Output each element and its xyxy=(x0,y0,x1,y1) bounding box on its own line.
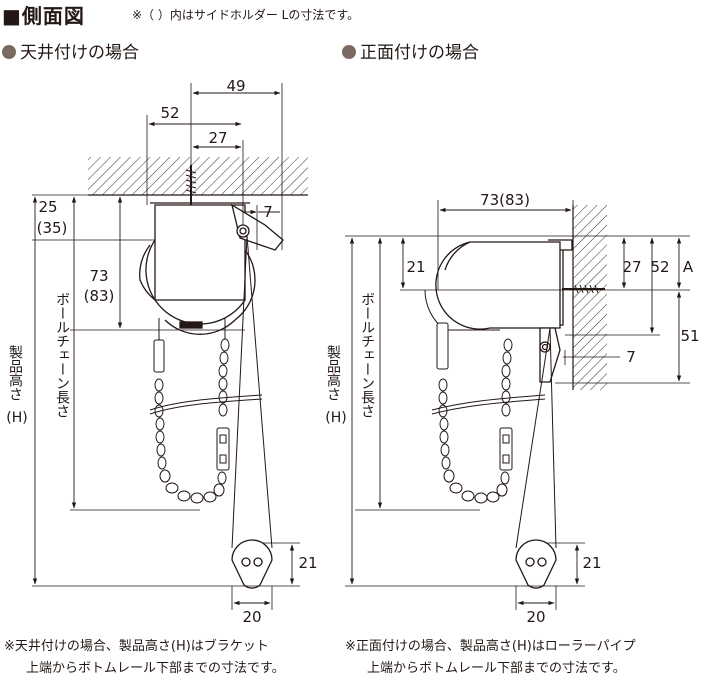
front-mount-drawing xyxy=(345,200,690,610)
ceiling-mount-drawing xyxy=(32,83,308,610)
ceiling-footnote-line-2: 上端からボトムレール下部までの寸法です。 xyxy=(26,661,285,676)
bottom-rail-icon xyxy=(231,539,273,589)
dim-left-offset: 21 xyxy=(406,258,425,276)
dim-height-mid: 73 xyxy=(89,267,108,285)
dim-27: 27 xyxy=(622,258,641,276)
label-ball-chain: ボールチェーン長さ xyxy=(359,292,375,418)
ball-chain-right xyxy=(203,318,230,503)
dim-a: A xyxy=(683,258,694,276)
dim-width-total: 73(83) xyxy=(480,191,530,209)
dim-51: 51 xyxy=(680,327,699,345)
dim-side-gap: 7 xyxy=(263,203,273,221)
ceiling-footnote-line-1: ※天井付けの場合、製品高さ(H)はブラケット xyxy=(4,639,269,654)
front-footnote: ※正面付けの場合、製品高さ(H)はローラーパイプ 上端からボトムレール下部までの… xyxy=(345,636,636,680)
front-bracket-icon xyxy=(435,239,573,383)
section-front-label: 正面付けの場合 xyxy=(360,43,479,63)
ball-chain-right xyxy=(486,338,513,503)
dim-bottom-h: 21 xyxy=(582,554,601,572)
ceiling-footnote: ※天井付けの場合、製品高さ(H)はブラケット 上端からボトムレール下部までの寸法… xyxy=(4,636,285,680)
screw-icon xyxy=(562,284,605,294)
bracket-icon xyxy=(150,202,284,301)
label-ball-chain: ボールチェーン長さ xyxy=(54,292,70,418)
label-product-height: 製品高さ xyxy=(325,345,341,401)
label-product-height-code: (H) xyxy=(325,410,346,426)
bottom-rail-icon xyxy=(515,539,557,589)
dim-bottom-w: 20 xyxy=(526,608,545,626)
bullet-icon xyxy=(342,45,356,59)
label-product-height-code: (H) xyxy=(6,410,27,426)
dim-52: 52 xyxy=(650,258,669,276)
dim-top-offset-l: (35) xyxy=(37,219,68,237)
ceiling-hatch xyxy=(88,157,308,195)
wall-hatch xyxy=(573,205,607,390)
dim-bottom-h: 21 xyxy=(298,554,317,572)
label-product-height: 製品高さ xyxy=(7,345,23,401)
ball-chain-left xyxy=(436,322,488,504)
dim-width-total: 49 xyxy=(226,77,245,95)
section-ceiling-title: 天井付けの場合 xyxy=(2,38,139,63)
header-note: ※（ ）内はサイドホルダー Lの寸法です。 xyxy=(132,8,360,22)
dim-7: 7 xyxy=(626,348,636,366)
dim-bottom-w: 20 xyxy=(242,608,261,626)
dim-top-offset: 25 xyxy=(38,198,57,216)
page-title: ■側面図 xyxy=(2,4,85,28)
section-front-title: 正面付けの場合 xyxy=(342,38,479,63)
ball-chain-left xyxy=(153,318,204,504)
section-ceiling-label: 天井付けの場合 xyxy=(20,43,139,63)
front-footnote-line-2: 上端からボトムレール下部までの寸法です。 xyxy=(367,661,626,676)
dim-height-mid-l: (83) xyxy=(84,287,115,305)
bullet-icon xyxy=(2,45,16,59)
dim-width-inner: 27 xyxy=(208,129,227,147)
dim-width-bracket: 52 xyxy=(160,104,179,122)
roller-icon xyxy=(139,239,256,335)
front-footnote-line-1: ※正面付けの場合、製品高さ(H)はローラーパイプ xyxy=(345,639,636,654)
